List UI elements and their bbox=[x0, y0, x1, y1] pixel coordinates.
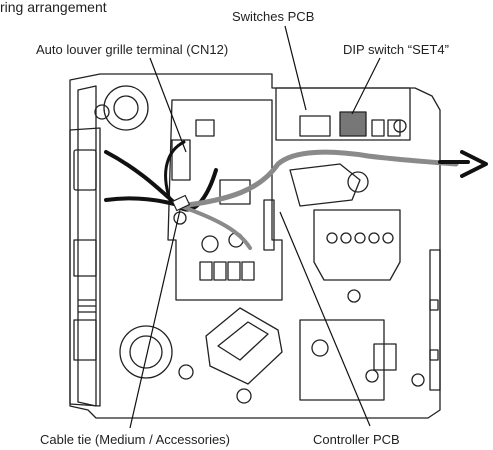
leader-dip-switch bbox=[351, 57, 381, 115]
side-tab-1 bbox=[429, 299, 439, 311]
fan-motor bbox=[119, 325, 173, 379]
grey-cable-main bbox=[177, 149, 459, 209]
screw-bottom-1 bbox=[178, 364, 194, 380]
leader-controller-pcb bbox=[279, 211, 371, 427]
pcb-relay-3 bbox=[227, 261, 241, 281]
screw-bottom-3 bbox=[311, 339, 329, 357]
terminal-block bbox=[313, 209, 401, 281]
terminal-screws bbox=[326, 232, 394, 244]
pcb-header-strip bbox=[263, 199, 275, 251]
pcb-connector-cn12 bbox=[171, 139, 191, 181]
cable-tie-mark bbox=[171, 194, 191, 212]
black-cable-3 bbox=[164, 140, 186, 202]
top-left-motor-hub bbox=[113, 95, 139, 121]
switch-connector-a bbox=[371, 119, 385, 137]
right-bracket bbox=[289, 163, 361, 207]
pcb-capacitor-1 bbox=[201, 235, 219, 253]
right-side-strip bbox=[429, 249, 441, 391]
left-connector-top bbox=[73, 149, 97, 191]
leader-cable-tie bbox=[129, 209, 181, 429]
auto-louver-label: Auto louver grille terminal (CN12) bbox=[36, 42, 229, 57]
screw-top-right bbox=[393, 119, 407, 133]
side-tab-2 bbox=[429, 349, 439, 361]
left-connector-mid bbox=[73, 239, 97, 277]
screw-bottom-4 bbox=[365, 369, 379, 383]
pcb-relay-4 bbox=[241, 261, 255, 281]
transformer bbox=[205, 307, 283, 385]
housing-outline bbox=[69, 73, 441, 419]
title-fragment: ring arrangement bbox=[0, 0, 107, 15]
cable-outlet-arrow-icon bbox=[438, 150, 488, 178]
left-panel bbox=[69, 127, 101, 407]
bottom-connector bbox=[373, 343, 397, 371]
top-left-motor bbox=[103, 85, 149, 131]
dip-switch-label: DIP switch “SET4” bbox=[343, 42, 449, 57]
housing-inner-edge bbox=[77, 85, 97, 407]
leader-switches-pcb bbox=[284, 25, 307, 111]
screw-right-mid bbox=[347, 289, 361, 303]
switches-pcb-label: Switches PCB bbox=[232, 9, 315, 24]
screw-top-left bbox=[94, 104, 110, 120]
pcb-capacitor-3 bbox=[173, 211, 187, 225]
switch-connector-b bbox=[387, 119, 401, 137]
bottom-mount-plate bbox=[299, 319, 385, 401]
left-connector-bottom bbox=[73, 319, 97, 361]
dip-switch-set4 bbox=[339, 111, 367, 137]
screw-bottom-2 bbox=[236, 388, 252, 404]
transformer-core bbox=[217, 321, 269, 361]
leader-auto-louver bbox=[149, 57, 187, 153]
grey-cable-branch bbox=[178, 204, 252, 250]
controller-pcb-board bbox=[167, 99, 283, 301]
pcb-chip-small bbox=[195, 119, 215, 137]
screw-bottom-right bbox=[411, 373, 425, 387]
pcb-chip-main bbox=[219, 179, 251, 205]
left-connector-ribs bbox=[78, 299, 96, 313]
switch-block bbox=[299, 115, 331, 137]
pcb-relay-2 bbox=[213, 261, 227, 281]
cable-tie-label: Cable tie (Medium / Accessories) bbox=[40, 432, 231, 447]
fan-motor-hub bbox=[129, 335, 163, 369]
bracket-screw bbox=[347, 171, 369, 193]
controller-pcb-label: Controller PCB bbox=[313, 432, 400, 447]
pcb-relay-1 bbox=[199, 261, 213, 281]
